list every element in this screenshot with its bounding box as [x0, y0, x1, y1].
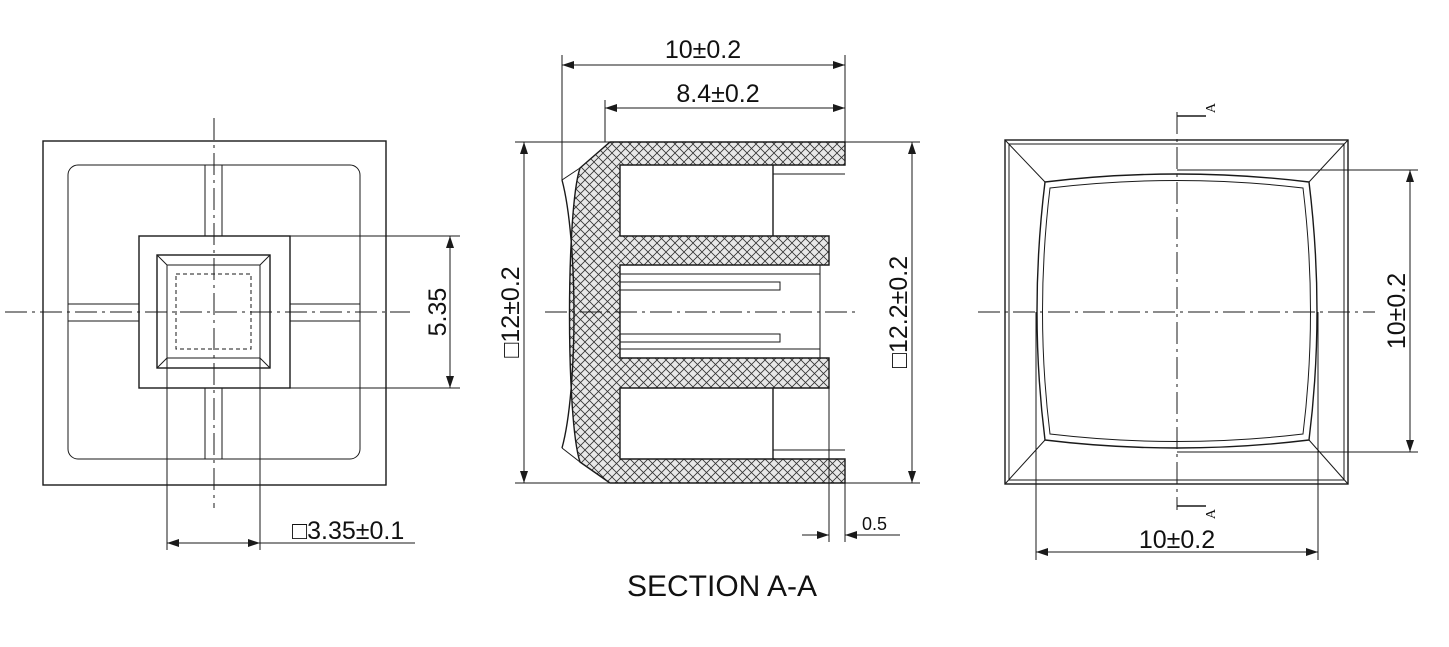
right-view: A A 10±0.2 10±0.2 [978, 102, 1418, 560]
section-pin-top [619, 281, 781, 291]
section-body-hatched [568, 141, 846, 484]
section-dim-right-label: □12.2±0.2 [885, 256, 913, 368]
right-dim-height-label: 10±0.2 [1383, 273, 1411, 349]
right-section-mark-bottom: A [1204, 508, 1219, 519]
section-dim-top-inner-label: 8.4±0.2 [676, 80, 759, 108]
left-dim-square-label: □3.35±0.1 [292, 517, 404, 545]
section-view: 10±0.2 8.4±0.2 □12±0.2 □12.2±0.2 0.5 SEC… [497, 36, 920, 603]
section-pin-bottom [619, 333, 781, 343]
section-front-curve [561, 179, 575, 449]
right-section-mark-top: A [1204, 102, 1219, 113]
left-view: 5.35 □3.35±0.1 [5, 118, 460, 550]
left-dim-height-label: 5.35 [424, 288, 452, 337]
section-caption: SECTION A-A [627, 570, 817, 603]
right-dim-width-label: 10±0.2 [1139, 526, 1215, 554]
section-dim-left-label: □12±0.2 [497, 266, 525, 357]
section-dim-wall-label: 0.5 [862, 514, 887, 534]
section-dim-top-outer-label: 10±0.2 [665, 36, 741, 64]
